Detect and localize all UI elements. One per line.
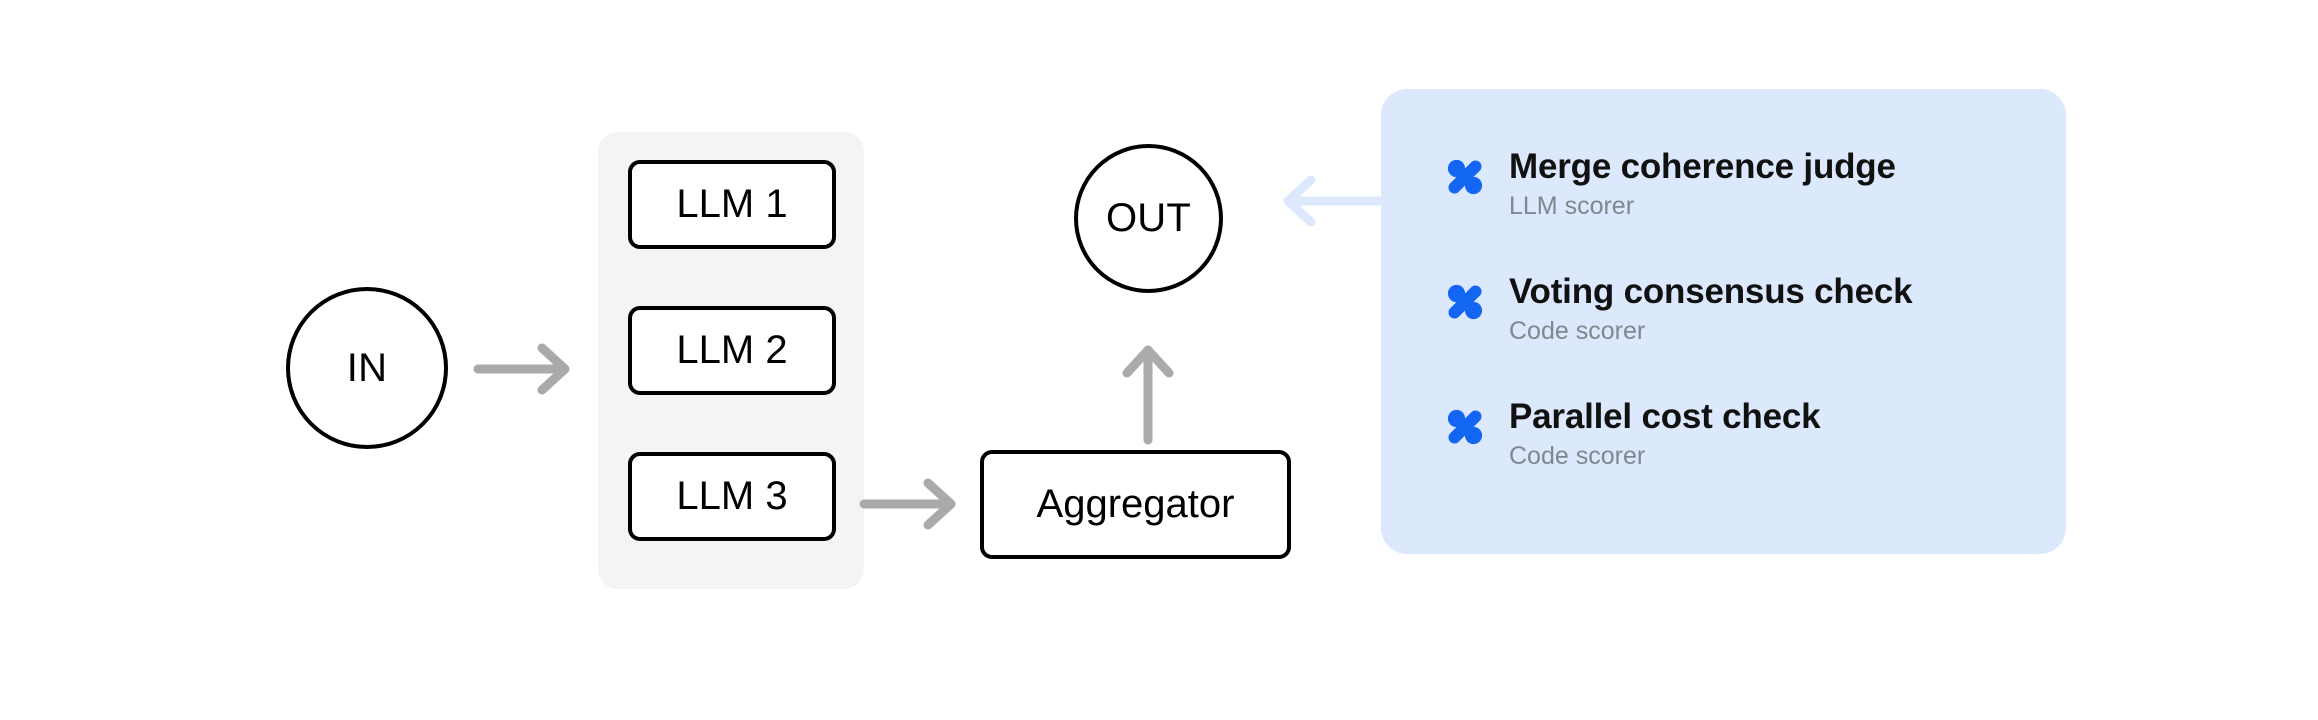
percent-icon — [1447, 409, 1483, 445]
arrow-aggregator-to-out — [1122, 345, 1174, 445]
scorer-item-subtitle: Code scorer — [1509, 317, 1646, 345]
scorer-item-title: Merge coherence judge — [1509, 147, 1896, 186]
node-input[interactable]: IN — [286, 287, 448, 449]
node-llm-1[interactable]: LLM 1 — [628, 160, 836, 249]
scorer-panel: Merge coherence judge LLM scorer Voting … — [1381, 89, 2066, 554]
node-output-label: OUT — [1105, 196, 1192, 240]
scorer-item[interactable]: Parallel cost check Code scorer — [1445, 395, 2066, 520]
scorer-item[interactable]: Merge coherence judge LLM scorer — [1445, 145, 2066, 270]
node-llm-1-label: LLM 1 — [676, 182, 788, 226]
arrow-llm3-to-aggregator — [859, 478, 956, 530]
arrow-in-to-llm-group — [473, 343, 570, 395]
scorer-item-text: Merge coherence judge LLM scorer — [1509, 145, 1896, 223]
arrow-scorers-to-out — [1283, 175, 1387, 227]
node-llm-3[interactable]: LLM 3 — [628, 452, 836, 541]
node-llm-2[interactable]: LLM 2 — [628, 306, 836, 395]
scorer-item-subtitle: LLM scorer — [1509, 192, 1635, 220]
scorer-item-text: Parallel cost check Code scorer — [1509, 395, 1821, 473]
percent-icon — [1447, 159, 1483, 195]
scorer-item-subtitle: Code scorer — [1509, 442, 1646, 470]
scorer-item-title: Voting consensus check — [1509, 272, 1913, 311]
scorer-item-title: Parallel cost check — [1509, 397, 1821, 436]
node-output[interactable]: OUT — [1074, 144, 1223, 293]
node-llm-3-label: LLM 3 — [676, 474, 788, 518]
node-input-label: IN — [346, 345, 388, 390]
node-aggregator[interactable]: Aggregator — [980, 450, 1291, 559]
scorer-item[interactable]: Voting consensus check Code scorer — [1445, 270, 2066, 395]
node-aggregator-label: Aggregator — [1036, 482, 1235, 526]
scorer-item-text: Voting consensus check Code scorer — [1509, 270, 1913, 348]
node-llm-2-label: LLM 2 — [676, 328, 788, 372]
percent-icon — [1447, 284, 1483, 320]
